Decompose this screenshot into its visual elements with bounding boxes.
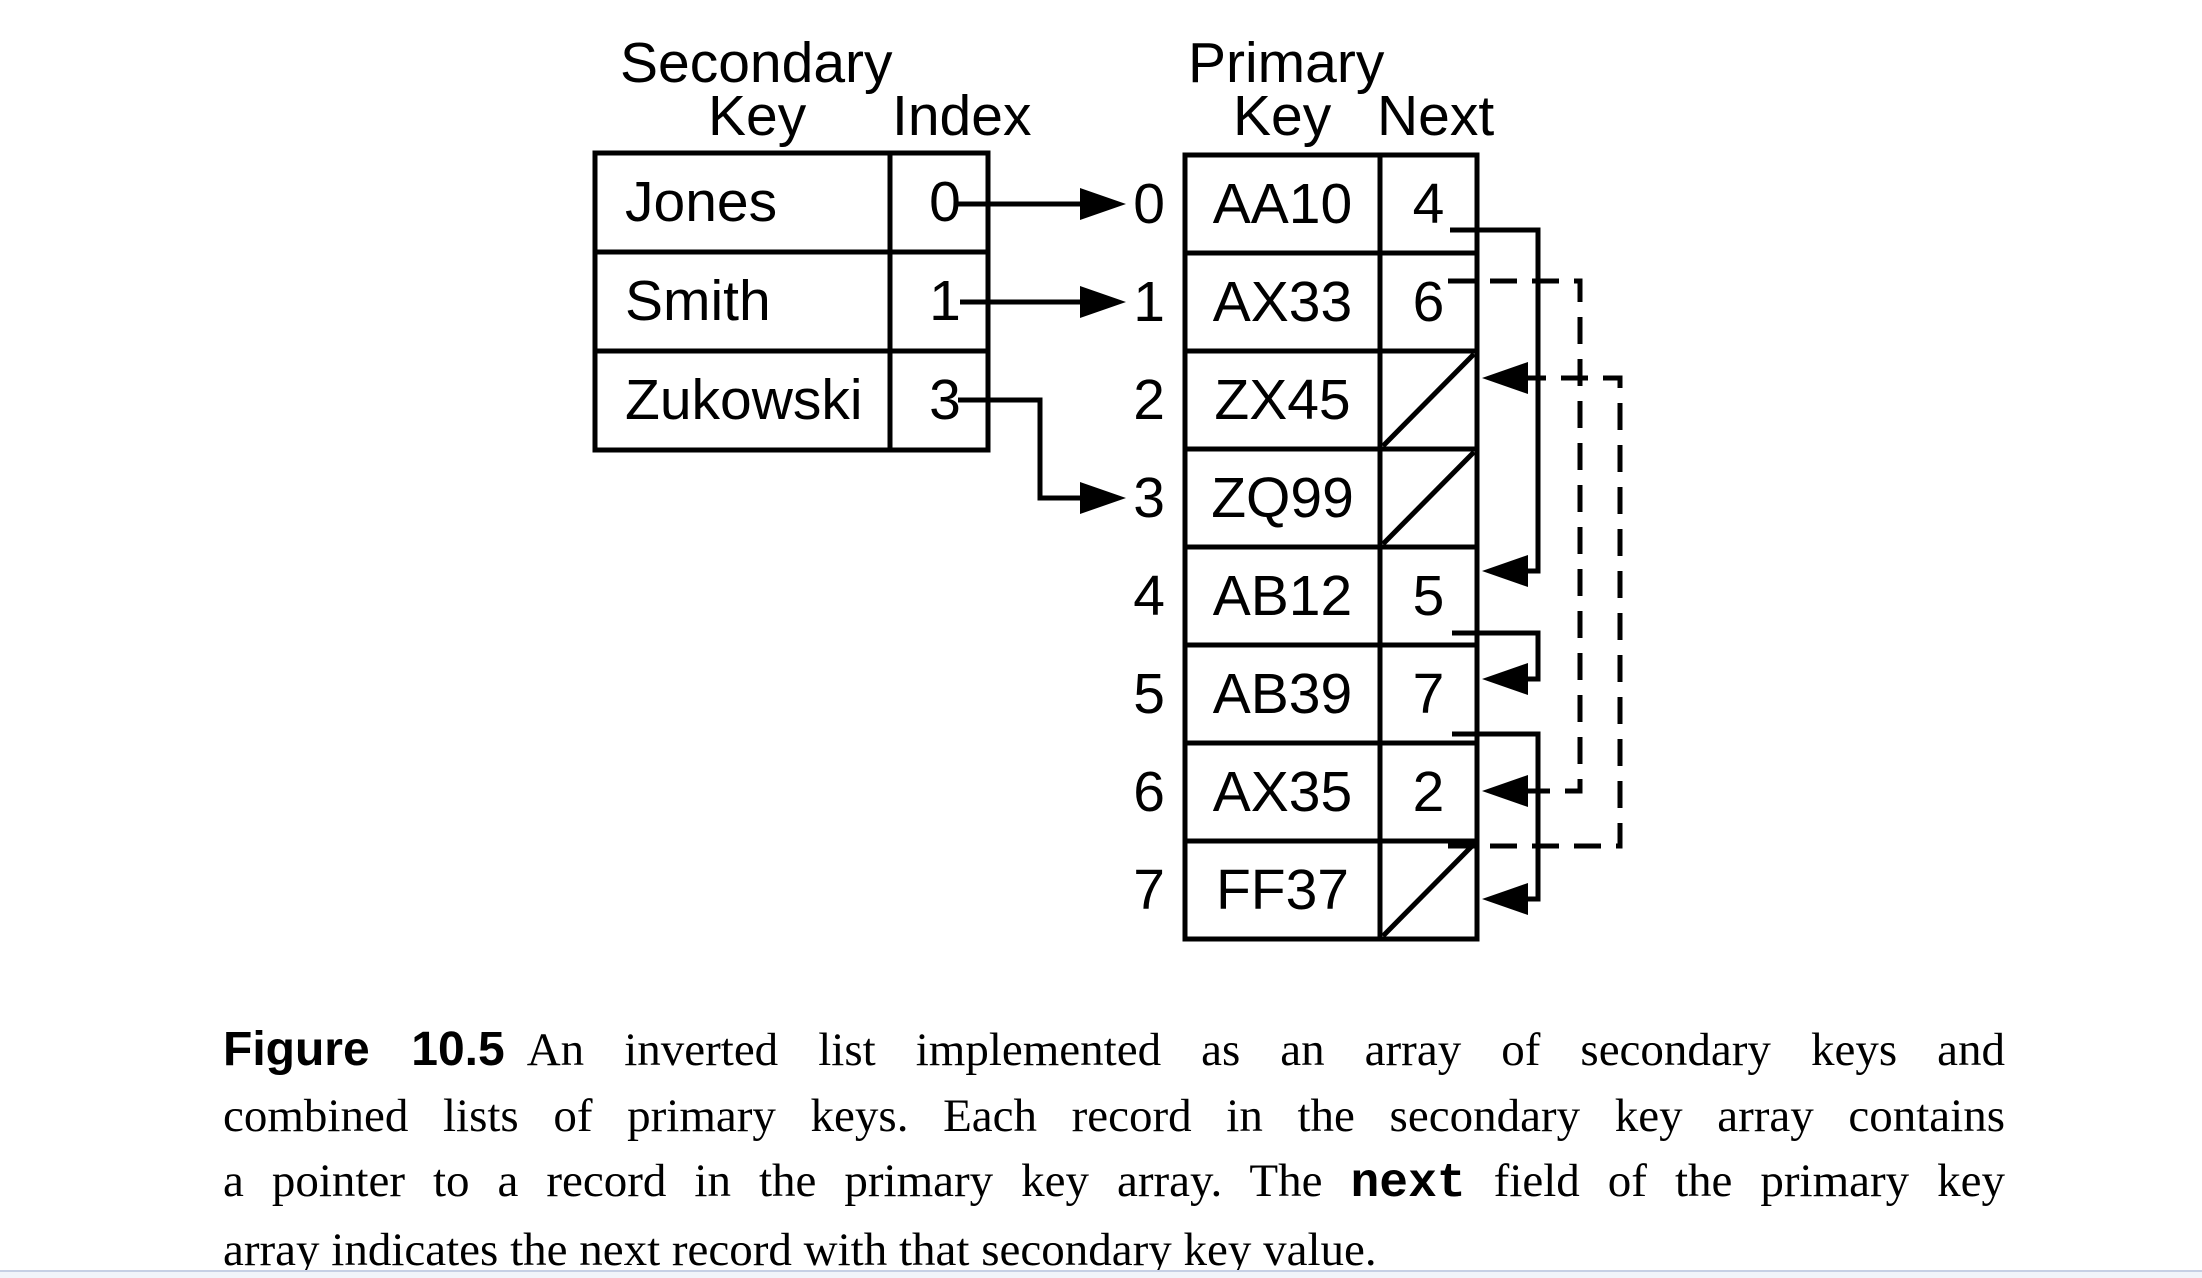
primary-table-title: Primary <box>1188 31 1385 95</box>
secondary-index-cell: 3 <box>929 368 961 432</box>
primary-key-cell: AB12 <box>1212 564 1353 628</box>
next-field-code: next <box>1350 1157 1466 1211</box>
caption-line-4: array indicates the next record with tha… <box>223 1218 2005 1278</box>
caption-text: a pointer to a record in the primary key… <box>223 1155 1351 1207</box>
primary-next-column-header: Next <box>1377 84 1495 148</box>
primary-key-column-header: Key <box>1233 84 1332 148</box>
primary-row-label: 6 <box>1133 760 1165 824</box>
secondary-index-cell: 0 <box>929 170 961 234</box>
primary-row-label: 1 <box>1133 270 1165 334</box>
null-slash-row7 <box>1381 842 1476 938</box>
caption-text: An inverted list implemented as an array… <box>526 1024 2005 1076</box>
primary-key-cell: ZQ99 <box>1211 466 1354 530</box>
primary-key-cell: AX35 <box>1212 760 1353 824</box>
pointer-jones-to-row0 <box>958 188 1126 220</box>
primary-next-cell: 2 <box>1412 760 1445 824</box>
primary-row-label: 5 <box>1133 662 1165 726</box>
caption-text: combined lists of primary keys. Each rec… <box>223 1089 2005 1142</box>
next-link-6-to-2 <box>1448 362 1623 849</box>
figure-caption: Figure 10.5 An inverted list implemented … <box>223 1017 2005 1278</box>
null-slash-row3 <box>1381 450 1476 546</box>
secondary-index-column-header: Index <box>892 84 1032 148</box>
primary-table-frame <box>1182 152 1480 942</box>
caption-text: field of the primary key <box>1465 1155 2005 1207</box>
next-link-0-to-4 <box>1450 227 1541 587</box>
primary-row-label: 4 <box>1133 564 1165 628</box>
secondary-table-title: Secondary <box>620 31 893 95</box>
secondary-table-frame <box>592 150 991 453</box>
primary-next-cell: 6 <box>1412 270 1445 334</box>
caption-text: array indicates the next record with tha… <box>223 1223 1377 1276</box>
primary-key-cell: ZX45 <box>1214 368 1351 432</box>
secondary-key-cell: Jones <box>625 170 778 234</box>
bottom-page-divider <box>0 1270 2202 1278</box>
primary-key-cell: FF37 <box>1215 858 1350 922</box>
primary-row-label: 7 <box>1133 858 1165 922</box>
pointer-zukowski-to-row3 <box>958 397 1126 514</box>
caption-line-1: Figure 10.5 An inverted list implemented … <box>223 1017 2005 1084</box>
next-link-5-to-7 <box>1452 731 1541 915</box>
next-link-4-to-5 <box>1452 630 1541 695</box>
secondary-key-cell: Smith <box>625 269 771 333</box>
primary-next-cell: 7 <box>1412 662 1445 726</box>
secondary-index-cell: 1 <box>929 269 961 333</box>
primary-key-cell: AA10 <box>1212 172 1353 236</box>
figure-number-label: Figure 10.5 <box>223 1023 505 1076</box>
primary-key-cell: AX33 <box>1212 270 1353 334</box>
caption-line-2: combined lists of primary keys. Each rec… <box>223 1084 2005 1150</box>
null-slash-row2 <box>1381 352 1476 448</box>
primary-row-label: 0 <box>1133 172 1165 236</box>
primary-row-label: 3 <box>1133 466 1165 530</box>
primary-key-cell: AB39 <box>1212 662 1353 726</box>
secondary-key-cell: Zukowski <box>625 368 863 432</box>
pointer-smith-to-row1 <box>960 286 1126 318</box>
caption-line-3: a pointer to a record in the primary key… <box>223 1149 2005 1218</box>
next-link-1-to-6 <box>1448 278 1583 807</box>
primary-row-label: 2 <box>1133 368 1165 432</box>
primary-next-cell: 5 <box>1412 564 1445 628</box>
primary-next-cell: 4 <box>1412 172 1445 236</box>
secondary-key-column-header: Key <box>708 84 807 148</box>
